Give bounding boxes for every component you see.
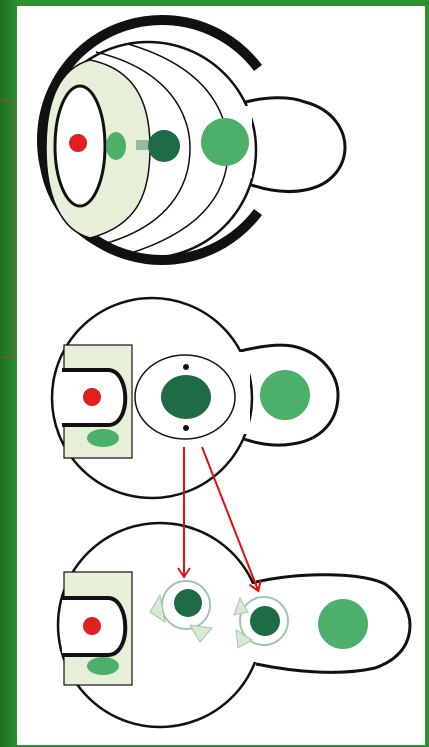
stage-1-spindle [136,140,150,150]
stage-3-cell [58,523,410,727]
stage-1-dark-green-nucleus [148,130,180,162]
stage-1-red-dot [69,134,87,152]
stage-2-small-green-oval [87,429,119,447]
stage-2-dark-green-nucleus [161,375,211,419]
stage-2-red-dot [83,388,101,406]
stage-2-bud-organelle [260,370,310,420]
stage-2-cell [52,298,338,498]
stage-3-bud-organelle [318,599,368,649]
stage-3-small-green-oval [87,657,119,675]
stage-2-spindle-pole-bottom [183,425,189,431]
stage-1-small-green-oval [106,132,126,160]
stage-2-spindle-pole-top [183,364,189,370]
stage-3-red-dot [83,617,101,635]
stage-1-bud-organelle [201,118,249,166]
stage-1-cell [40,20,345,260]
